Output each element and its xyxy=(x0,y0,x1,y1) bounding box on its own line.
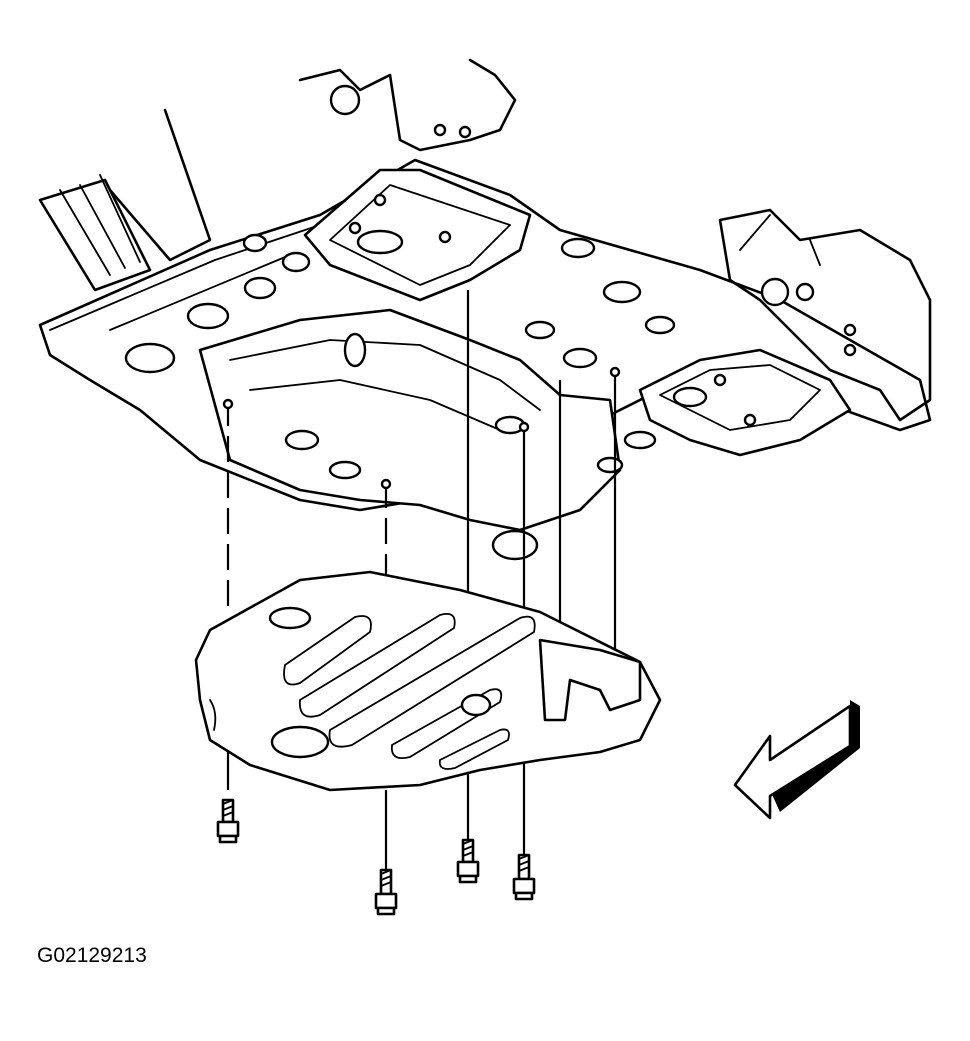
bolt xyxy=(512,853,536,901)
bolt xyxy=(374,868,398,916)
vehicle-frame xyxy=(38,58,932,561)
alignment-lines xyxy=(222,290,621,870)
front-direction-arrow-icon xyxy=(733,700,860,820)
figure-id-label: G02129213 xyxy=(37,944,147,967)
bolt xyxy=(456,838,480,884)
bolt xyxy=(216,798,240,844)
underbody-shield xyxy=(194,570,662,792)
